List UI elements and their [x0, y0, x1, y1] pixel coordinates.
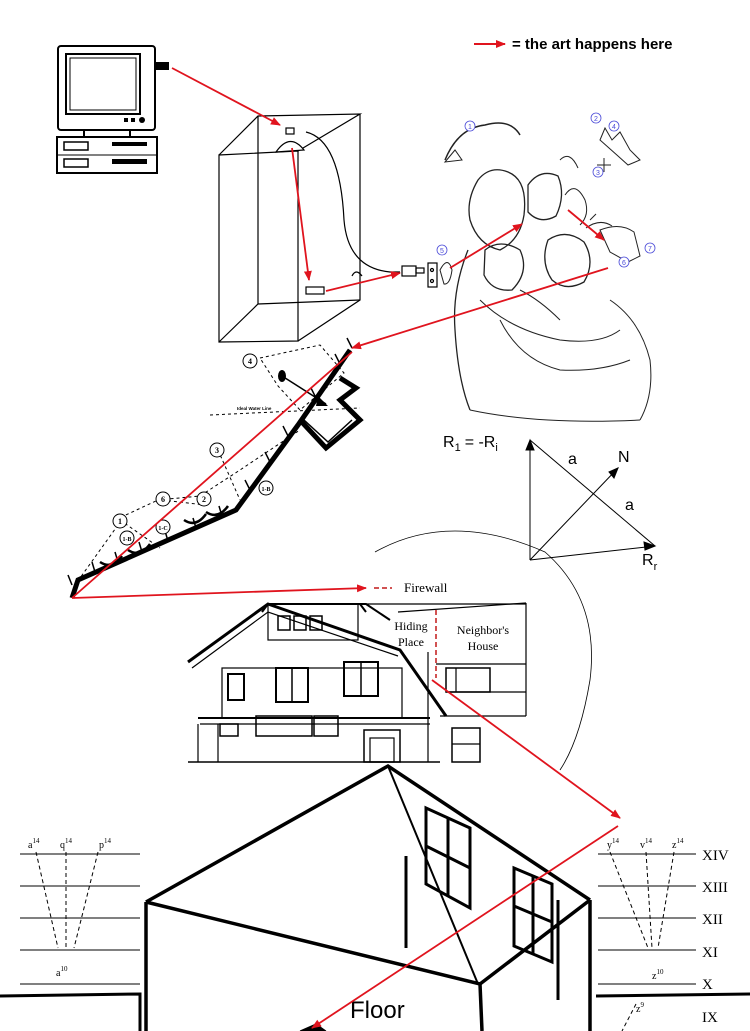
arrow-room-to-floor	[312, 826, 618, 1028]
family-badge: 7	[648, 246, 652, 253]
level-label-right: y14	[607, 837, 620, 851]
arrow-roof-diagonal	[72, 352, 352, 598]
level-label-left: p14	[99, 837, 112, 851]
reflection-label-a2: a	[625, 497, 634, 514]
level-numeral: IX	[702, 1010, 718, 1026]
arrow-roof-to-firewall	[72, 588, 366, 598]
roof-marker: 4	[248, 357, 252, 366]
hiding-place-line1: Hiding	[394, 619, 427, 633]
level-label-right: z9	[636, 1001, 644, 1015]
family-badge: 6	[622, 260, 626, 267]
room-perspective	[0, 766, 750, 1031]
reflection-label-r: Rr	[642, 552, 658, 573]
level-label-right: z10	[652, 968, 664, 982]
arrow-family-to-roof	[352, 268, 608, 348]
neighbor-house-line2: House	[468, 639, 499, 653]
roof-marker: 1-C	[158, 526, 167, 532]
roof-marker: 1-B	[123, 537, 132, 543]
roof-markers	[113, 354, 273, 545]
right-level-chart	[598, 852, 696, 1031]
arrow-lamp-to-sensor	[292, 148, 309, 280]
left-level-chart	[20, 852, 140, 984]
reflection-formula: R1= -Ri	[443, 434, 498, 454]
level-label-left: a14	[28, 837, 40, 851]
level-numeral: XIII	[702, 880, 728, 896]
roof-marker: 2	[202, 495, 206, 504]
level-label-left: a10	[56, 965, 68, 979]
level-label-right: z14	[672, 837, 684, 851]
box-apparatus	[219, 114, 437, 342]
arrow-computer-to-lamp	[172, 68, 280, 125]
reflection-label-n: N	[618, 449, 630, 466]
level-label-left: q14	[60, 837, 73, 851]
level-numeral: XII	[702, 912, 723, 928]
roof-marker: 6	[161, 495, 165, 504]
water-line-label: Ideal Water Line	[237, 406, 272, 411]
family-badge: 1	[468, 124, 472, 131]
level-numeral: XI	[702, 945, 718, 961]
roof-marker: 3	[215, 446, 219, 455]
firewall-label: Firewall	[404, 580, 448, 595]
family-badge: 2	[594, 116, 598, 123]
reflection-label-a1: a	[568, 451, 577, 468]
family-badge: 5	[440, 248, 444, 255]
family-badge: 4	[612, 124, 616, 131]
legend-text: = the art happens here	[512, 36, 672, 53]
roof-marker: 1	[118, 517, 122, 526]
arrow-sensor-to-plug	[326, 273, 400, 291]
roof-marker: 1-B	[262, 487, 271, 493]
floor-label: Floor	[350, 997, 405, 1024]
level-label-right: v14	[640, 837, 653, 851]
family-illustration	[440, 123, 651, 421]
neighbor-house-line1: Neighbor's	[457, 623, 509, 637]
level-numeral: XIV	[702, 848, 729, 864]
level-numeral: X	[702, 977, 713, 993]
reflection-diagram	[375, 440, 655, 770]
desktop-computer-icon	[57, 46, 169, 173]
roof-section	[68, 338, 360, 598]
legend: = the art happens here	[474, 36, 672, 53]
hiding-place-line2: Place	[398, 635, 424, 649]
family-badge: 3	[596, 170, 600, 177]
